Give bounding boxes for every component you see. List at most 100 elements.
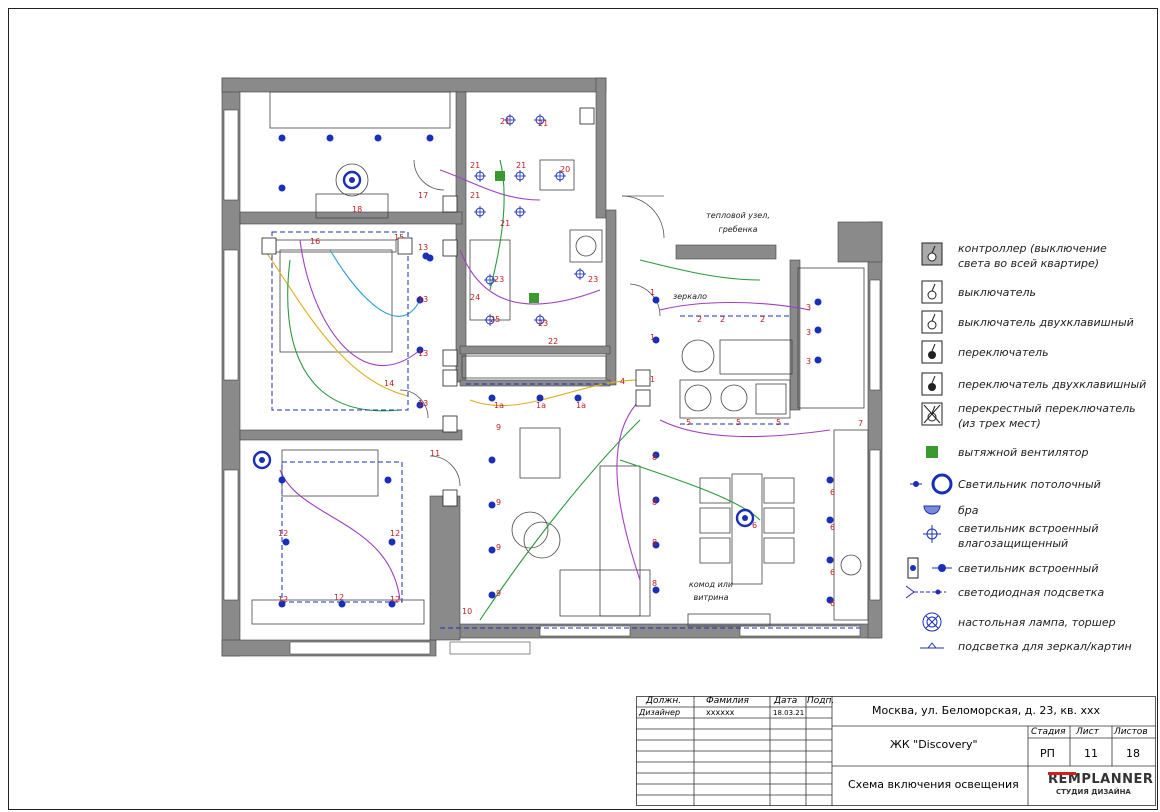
recessed-light-icon [826, 476, 834, 484]
recessed-light-icon [282, 538, 290, 546]
circuit-number: 3 [806, 328, 811, 337]
circuit-number: 21 [470, 191, 480, 200]
floor-lamp-icon [922, 612, 942, 632]
recessed-light-icon [416, 296, 424, 304]
circuit-number: 25 [490, 315, 500, 324]
recessed-light-icon [652, 496, 660, 504]
designer-date: 18.03.21 [773, 709, 805, 717]
recessed-light-icon [574, 394, 582, 402]
led-strip-icon [905, 585, 946, 599]
header-signature: Подп. [807, 696, 835, 706]
circuit-number: 21 [500, 219, 510, 228]
circuit-number: 11 [430, 449, 440, 458]
recessed-light-icon [338, 600, 346, 608]
recessed-light-icon [826, 596, 834, 604]
circuit-number: 8 [652, 579, 657, 588]
circuit-number: 12 [334, 593, 344, 602]
recessed-light-icon [652, 296, 660, 304]
circuit-number: 5 [776, 418, 781, 427]
sheet-value: 11 [1084, 747, 1098, 760]
exhaust-fan-icon [529, 293, 539, 303]
circuit-number: 1a [536, 401, 546, 410]
room-label: гребенка [718, 225, 757, 234]
legend-label: подсветка для зеркал/картин [958, 640, 1132, 653]
circuit-number: 7 [858, 419, 863, 428]
cross-switch-icon [921, 402, 943, 426]
circuit-number: 8 [652, 538, 657, 547]
controller-switch-icon [921, 242, 943, 266]
circuit-number: 3 [806, 303, 811, 312]
circuit-number: 23 [538, 319, 548, 328]
room-label: зеркало [673, 292, 707, 301]
circuit-number: 5 [686, 418, 691, 427]
legend-label: настольная лампа, торшер [958, 616, 1116, 629]
ceiling-light-icon [735, 508, 755, 528]
sheet-label: Лист [1076, 727, 1099, 737]
address-text: Москва, ул. Беломорская, д. 23, кв. xxx [872, 704, 1101, 717]
recessed-light-icon [374, 134, 382, 142]
recessed-light-icon [416, 346, 424, 354]
recessed-light-icon [488, 456, 496, 464]
legend-label: светильник встроенный [958, 562, 1099, 575]
legend-label: контроллер (выключение [958, 242, 1107, 255]
circuit-number: 2 [760, 315, 765, 324]
circuit-number: 3 [806, 357, 811, 366]
circuit-number: 12 [390, 595, 400, 604]
recessed-light-icon [652, 586, 660, 594]
circuit-number: 12 [278, 529, 288, 538]
recessed-light-icon [488, 394, 496, 402]
sheet-frame [8, 8, 1158, 810]
sheets-value: 18 [1126, 747, 1140, 760]
logo-accent [1048, 772, 1076, 775]
circuit-number: 21 [538, 119, 548, 128]
circuit-number: 1a [576, 401, 586, 410]
circuit-number: 8 [652, 498, 657, 507]
circuit-number: 21 [516, 161, 526, 170]
legend-label: светодиодная подсветка [958, 586, 1104, 599]
circuit-number: 2 [697, 315, 702, 324]
designer-surname: xxxxxx [706, 708, 735, 717]
circuit-number: 18 [352, 205, 362, 214]
circuit-number: 9 [496, 498, 501, 507]
recessed-light-icon [488, 501, 496, 509]
circuit-number: 9 [496, 423, 501, 432]
doors [399, 159, 665, 487]
room-label: тепловой узел, [706, 211, 770, 220]
mirror-light-icon [920, 642, 944, 649]
circuit-number: 21 [470, 161, 480, 170]
legend-label: бра [958, 504, 979, 517]
recessed-light-icon [384, 476, 392, 484]
circuit-number: 6 [752, 521, 757, 530]
ceiling-light-icon [342, 170, 362, 190]
recessed-light-icon [326, 134, 334, 142]
circuit-number: 12 [390, 529, 400, 538]
plan-switches [261, 107, 651, 507]
ceiling-light-icon [252, 450, 272, 470]
circuit-number: 13 [418, 399, 428, 408]
circuit-number: 10 [462, 607, 472, 616]
legend-label: вытяжной вентилятор [958, 446, 1088, 459]
exhaust-fan-icon [495, 171, 505, 181]
double-toggle-switch-icon [921, 372, 943, 396]
recessed-light-icon [416, 401, 424, 409]
circuit-number: 1 [650, 333, 655, 342]
circuit-number: 24 [470, 293, 480, 302]
room-label: комод или [689, 580, 733, 589]
ceiling-light-icon [910, 473, 953, 495]
legend-label: светильник встроенный [958, 522, 1099, 535]
stage-label: Стадия [1031, 727, 1066, 737]
circuit-number: 20 [560, 165, 570, 174]
sheets-label: Листов [1114, 727, 1148, 737]
circuit-number: 1 [650, 288, 655, 297]
circuit-number: 6 [830, 488, 835, 497]
circuit-number: 5 [736, 418, 741, 427]
circuit-number: 22 [548, 337, 558, 346]
windows [223, 109, 881, 655]
exhaust-fan-icon [926, 446, 938, 458]
wall-sconce-icon [923, 505, 941, 515]
recessed-light-icon [488, 591, 496, 599]
recessed-light-icon [426, 254, 434, 262]
circuit-number: 4 [620, 377, 625, 386]
